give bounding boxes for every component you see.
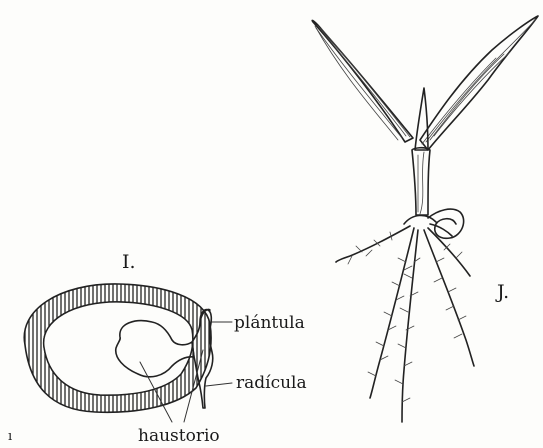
leader-radicula [206, 383, 232, 386]
seed-figure-i [24, 284, 232, 422]
left-leaf [312, 20, 413, 142]
panel-label-j: J. [495, 281, 509, 303]
right-leaf [420, 16, 538, 150]
stem [412, 148, 430, 215]
endosperm [44, 302, 193, 395]
stem-sheath-line [420, 152, 424, 214]
label-haustorio: haustorio [138, 426, 220, 446]
corner-mark: ı [8, 429, 12, 444]
seedling-figure-j [312, 16, 538, 422]
root-system [336, 226, 474, 422]
panel-label-i: I. [122, 251, 136, 273]
label-plantula: plántula [234, 313, 305, 333]
label-radicula: radícula [236, 373, 307, 393]
root-crown [404, 215, 436, 224]
